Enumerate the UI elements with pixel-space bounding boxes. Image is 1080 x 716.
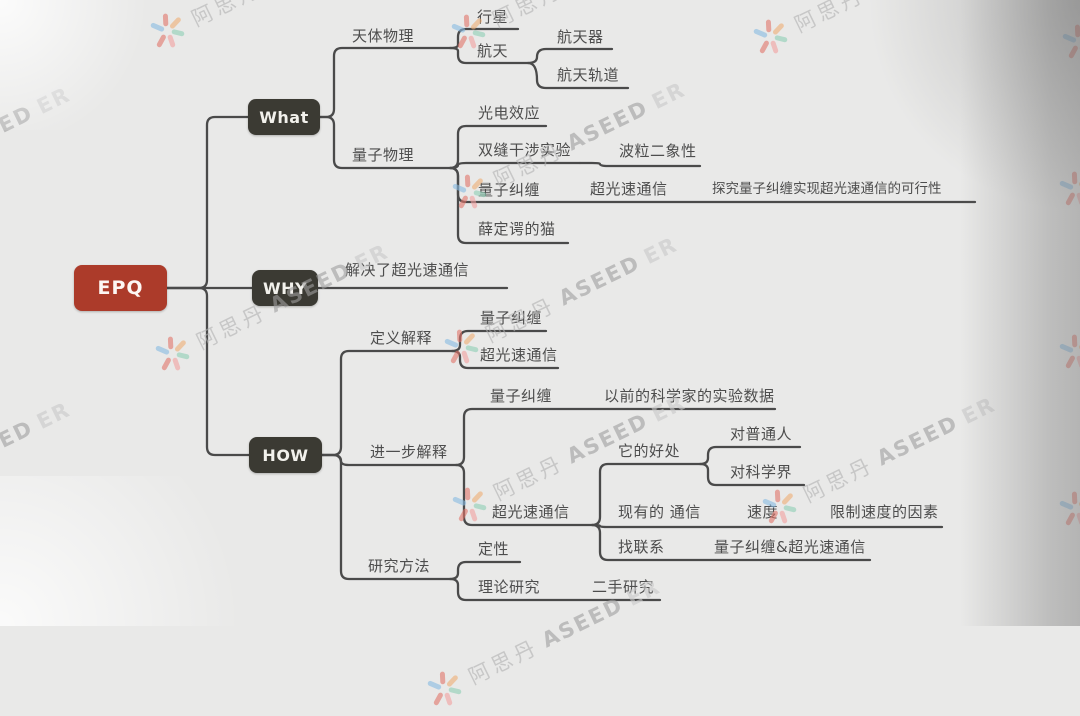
branch-node-how[interactable]: HOW	[249, 437, 322, 473]
topic-qualitative[interactable]: 定性	[478, 540, 509, 558]
topic-theoretical-research[interactable]: 理论研究	[478, 578, 540, 596]
topic-wave-particle-duality[interactable]: 波粒二象性	[619, 142, 697, 160]
topic-for-ordinary-people[interactable]: 对普通人	[730, 425, 792, 443]
connector	[456, 409, 775, 465]
topic-its-benefits[interactable]: 它的好处	[618, 442, 680, 460]
topic-definition-explanation[interactable]: 定义解释	[370, 329, 432, 347]
topic-quantum-physics[interactable]: 量子物理	[352, 146, 414, 164]
topic-speed[interactable]: 速度	[747, 503, 778, 521]
connector	[580, 163, 700, 166]
topic-photoelectric-effect[interactable]: 光电效应	[478, 104, 540, 122]
topic-previous-experiment-data[interactable]: 以前的科学家的实验数据	[604, 387, 775, 405]
asterisk-logo-icon	[419, 663, 472, 716]
topic-further-ftl-communication[interactable]: 超光速通信	[492, 503, 570, 521]
topic-further-explanation[interactable]: 进一步解释	[370, 443, 448, 461]
connector	[167, 117, 248, 288]
connector	[700, 447, 800, 464]
topic-research-methods[interactable]: 研究方法	[368, 557, 430, 575]
connector	[450, 163, 580, 168]
root-node-epq[interactable]: EPQ	[74, 265, 167, 311]
topic-space-orbit[interactable]: 航天轨道	[557, 66, 619, 84]
topic-spacecraft[interactable]: 航天器	[557, 28, 604, 46]
branch-node-why[interactable]: WHY	[252, 270, 318, 306]
connector	[322, 351, 452, 455]
topic-further-quantum-entanglement[interactable]: 量子纠缠	[490, 387, 552, 405]
watermark-cn-text: 阿思丹	[463, 631, 544, 691]
connector	[592, 525, 942, 527]
topic-def-quantum-entanglement[interactable]: 量子纠缠	[480, 309, 542, 327]
topic-find-connections[interactable]: 找联系	[618, 538, 665, 556]
topic-secondary-research[interactable]: 二手研究	[592, 578, 654, 596]
connector	[528, 49, 612, 63]
topic-speed-limiting-factors[interactable]: 限制速度的因素	[830, 503, 939, 521]
connector	[320, 48, 450, 117]
branch-node-what[interactable]: What	[248, 99, 320, 135]
topic-solved-ftl-communication[interactable]: 解决了超光速通信	[345, 261, 469, 279]
topic-quantum-entanglement[interactable]: 量子纠缠	[478, 181, 540, 199]
connector	[450, 562, 520, 579]
topic-def-ftl-communication[interactable]: 超光速通信	[480, 346, 558, 364]
topic-astrophysics[interactable]: 天体物理	[352, 27, 414, 45]
topic-spaceflight[interactable]: 航天	[477, 42, 508, 60]
topic-existing-communication[interactable]: 现有的 通信	[618, 503, 701, 521]
topic-schrodingers-cat[interactable]: 薛定谔的猫	[478, 220, 556, 238]
topic-planets[interactable]: 行星	[477, 8, 508, 26]
topic-research-question[interactable]: 探究量子纠缠实现超光速通信的可行性	[712, 181, 942, 197]
topic-for-scientific-community[interactable]: 对科学界	[730, 463, 792, 481]
topic-double-slit-experiment[interactable]: 双缝干涉实验	[478, 141, 571, 159]
topic-ftl-communication[interactable]: 超光速通信	[590, 180, 668, 198]
connector	[167, 288, 249, 455]
topic-entanglement-and-ftl[interactable]: 量子纠缠&超光速通信	[714, 538, 866, 556]
